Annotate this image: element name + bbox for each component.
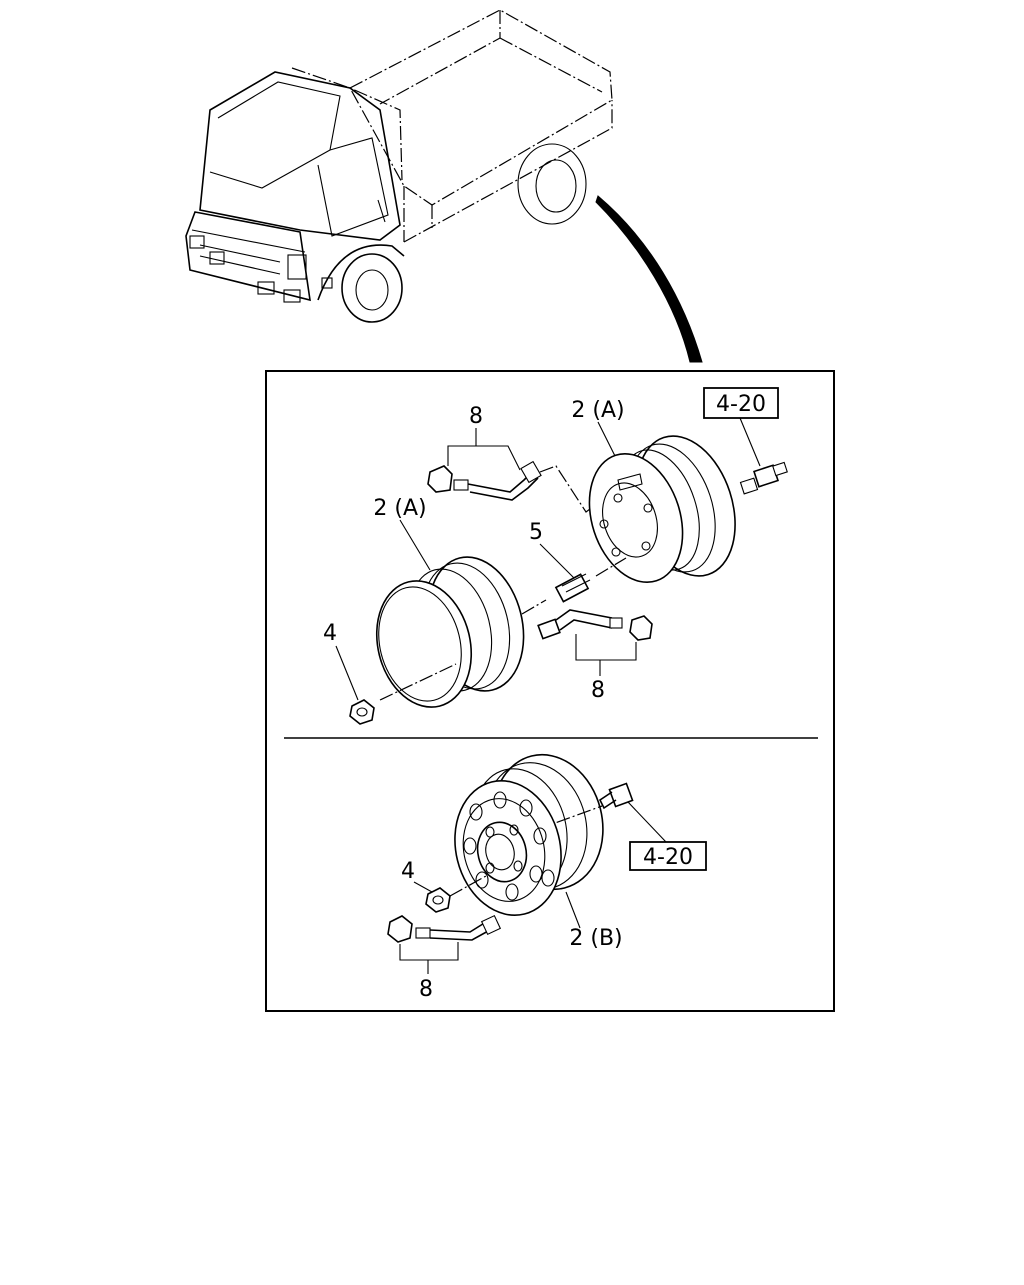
label-4-nut-bottom: 4: [401, 859, 415, 884]
hub-bolt: [554, 573, 591, 603]
label-2b-rim: 2 (B): [569, 926, 622, 951]
detail-box: [265, 370, 835, 1012]
truck-illustration: [185, 9, 613, 323]
label-8-hose-lower: 8: [591, 678, 605, 703]
wheel-rim-bottom: [454, 753, 604, 916]
extension-hose-bottom: [387, 914, 502, 943]
wheel-nut-top: [349, 699, 375, 725]
ref-box-label: 4-20: [716, 392, 766, 417]
label-8-hose-upper: 8: [469, 404, 483, 429]
wheel-rim-rear: [588, 435, 736, 584]
ref-box-4-20-bottom[interactable]: 4-20: [629, 841, 707, 871]
label-2a-front-rim: 2 (A): [373, 496, 426, 521]
valve-stem-top: [739, 461, 788, 495]
label-5-stud: 5: [529, 520, 543, 545]
wheel-nut-bottom: [425, 887, 451, 913]
ref-box-4-20-top[interactable]: 4-20: [703, 387, 779, 419]
extension-hose-lower: [537, 609, 653, 641]
callout-leader: [595, 195, 703, 363]
label-8-hose-bottom: 8: [419, 977, 433, 1002]
extension-hose-upper: [427, 460, 542, 501]
ref-box-label: 4-20: [643, 845, 693, 870]
label-4-nut-top: 4: [323, 621, 337, 646]
hub-bolt-bottom: [598, 782, 634, 810]
wheel-rim-front: [375, 556, 525, 708]
label-2a-rear-rim: 2 (A): [571, 398, 624, 423]
